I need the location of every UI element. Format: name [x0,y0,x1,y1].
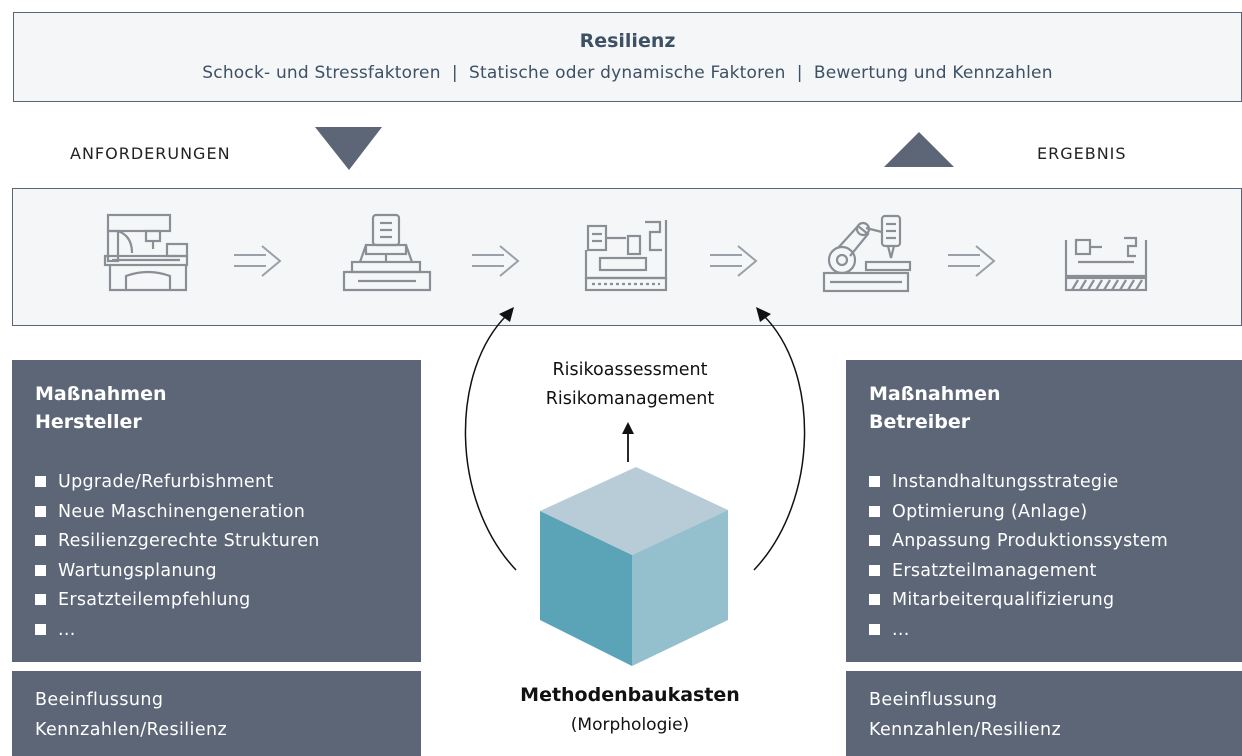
list-item: Ersatzteilempfehlung [35,586,320,616]
panel-betreiber-title-line2: Betreiber [869,411,971,433]
bullet-square-icon [35,564,46,576]
list-item: Anpassung Produktionssystem [869,527,1168,557]
up-arrow-icon [884,132,954,167]
bullet-square-icon [869,594,880,605]
panel-hersteller-title-line1: Maßnahmen [35,383,167,405]
list-item: Resilienzgerechte Strukturen [35,527,320,557]
list-item: Upgrade/Refurbishment [35,468,320,498]
list-item: ... [869,616,1168,646]
bullet-square-icon [35,476,46,487]
bullet-square-icon [35,535,46,546]
resilienz-title: Resilienz [579,30,676,52]
hersteller-footer-line2: Kennzahlen/Resilienz [35,720,228,740]
bullet-square-icon [35,505,46,517]
toolkit-subtitle: (Morphologie) [570,715,690,735]
panel-hersteller: Maßnahmen Hersteller Upgrade/Refurbishme… [12,360,421,662]
betreiber-list: Instandhaltungsstrategie Optimierung (An… [869,468,1168,645]
panel-hersteller-title-line2: Hersteller [35,411,142,433]
panel-betreiber: Maßnahmen Betreiber Instandhaltungsstrat… [846,360,1242,662]
panel-hersteller-title: Maßnahmen Hersteller [35,380,166,436]
curved-arrow-right [753,313,806,571]
ergebnis-label: ERGEBNIS [1037,144,1127,163]
betreiber-footer-line2: Kennzahlen/Resilienz [869,720,1062,740]
panel-betreiber-title-line1: Maßnahmen [869,383,1001,405]
panel-betreiber-title: Maßnahmen Betreiber [869,380,1000,436]
panel-hersteller-footer: Beeinflussung Kennzahlen/Resilienz [12,671,421,756]
anforderungen-label: ANFORDERUNGEN [70,144,231,163]
machines-process-box [12,188,1242,326]
bullet-square-icon [35,623,46,635]
cube-icon [540,467,728,666]
down-arrow-icon [315,127,382,170]
risk-management-label: Risikomanagement [545,389,715,409]
list-item: Ersatzteilmanagement [869,557,1168,587]
small-up-arrowhead-icon [622,422,634,434]
bullet-square-icon [869,564,880,576]
list-item: Optimierung (Anlage) [869,498,1168,528]
hersteller-footer-line1: Beeinflussung [35,690,164,710]
panel-betreiber-footer: Beeinflussung Kennzahlen/Resilienz [846,671,1242,756]
resilienz-header-box: Resilienz Schock- und Stressfaktoren | S… [13,12,1242,102]
list-item: Neue Maschinengeneration [35,498,320,528]
resilienz-subtitle: Schock- und Stressfaktoren | Statische o… [202,63,1053,83]
list-item: Wartungsplanung [35,557,320,587]
bullet-square-icon [869,505,880,517]
bullet-square-icon [869,623,880,635]
curved-arrow-left [464,313,517,571]
hersteller-list: Upgrade/Refurbishment Neue Maschinengene… [35,468,320,645]
betreiber-footer-line1: Beeinflussung [869,690,998,710]
list-item: ... [35,616,320,646]
risk-assessment-label: Risikoassessment [552,360,708,380]
bullet-square-icon [35,594,46,605]
bullet-square-icon [869,535,880,546]
bullet-square-icon [869,476,880,487]
list-item: Instandhaltungsstrategie [869,468,1168,498]
risk-text: Risikoassessment Risikomanagement [480,356,780,414]
list-item: Mitarbeiterqualifizierung [869,586,1168,616]
toolkit-title: Methodenbaukasten [520,684,740,706]
